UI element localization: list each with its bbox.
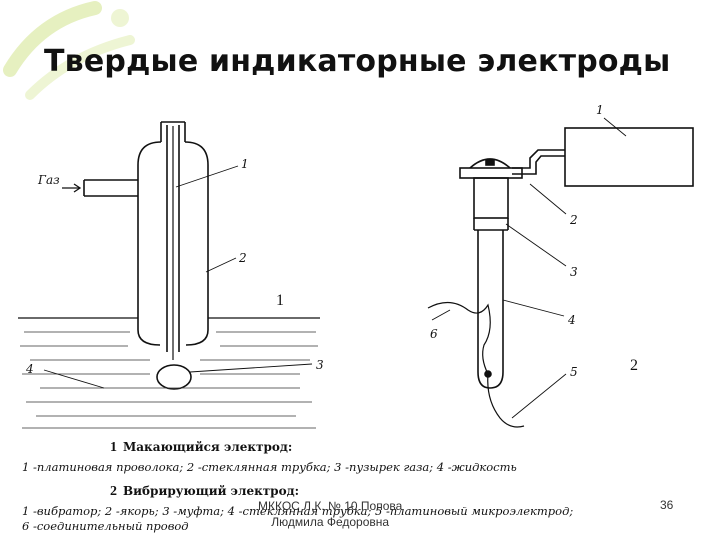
fig2-callout-4: 4 (567, 313, 576, 327)
footer-line-2: Людмила Федоровна (271, 515, 390, 529)
fig1-callout-2: 2 (238, 251, 247, 265)
corner-decoration (3, 1, 135, 100)
fig1-callout-3: 3 (316, 358, 324, 372)
caption-1-legend: 1 -платиновая проволока; 2 -стеклянная т… (22, 460, 517, 474)
caption-2-number: 2 (110, 484, 117, 499)
figure1-number: 1 (276, 292, 284, 309)
fig2-callout-1: 1 (596, 103, 604, 117)
fig2-callout-6: 6 (430, 327, 438, 341)
caption-2-legend: 1 -вибратор; 2 -якорь; 3 -муфта; 4 -стек… (22, 504, 574, 518)
footer-line-1: МККОС Л.К. № 10 Попова (258, 499, 403, 513)
fig2-callout-3: 3 (570, 265, 578, 279)
caption-1-heading: 1 Макающийся электрод: (110, 440, 292, 456)
fig2-callout-2: 2 (569, 213, 578, 227)
caption-2-title: Вибрирующий электрод: (123, 484, 300, 498)
caption-2-legend-cont: 6 -соединительный провод (22, 519, 189, 533)
fig2-callout-5: 5 (570, 365, 578, 379)
figure2-number: 2 (630, 357, 638, 374)
gas-label: Газ (37, 173, 60, 187)
dipping-electrode (18, 121, 320, 390)
caption-1-number: 1 (110, 440, 117, 455)
caption-2-heading: 2 Вибрирующий электрод: (110, 484, 299, 500)
footer-author: МККОС Л.К. № 10 Попова Людмила Федоровна (258, 498, 402, 530)
page-number: 36 (660, 498, 674, 512)
fig1-callout-4: 4 (25, 362, 34, 376)
vibrating-electrode (427, 127, 694, 428)
slide-title: Твердые индикаторные электроды (44, 44, 671, 79)
fig1-callout-1: 1 (241, 157, 249, 171)
caption-1-title: Макающийся электрод: (123, 440, 293, 454)
